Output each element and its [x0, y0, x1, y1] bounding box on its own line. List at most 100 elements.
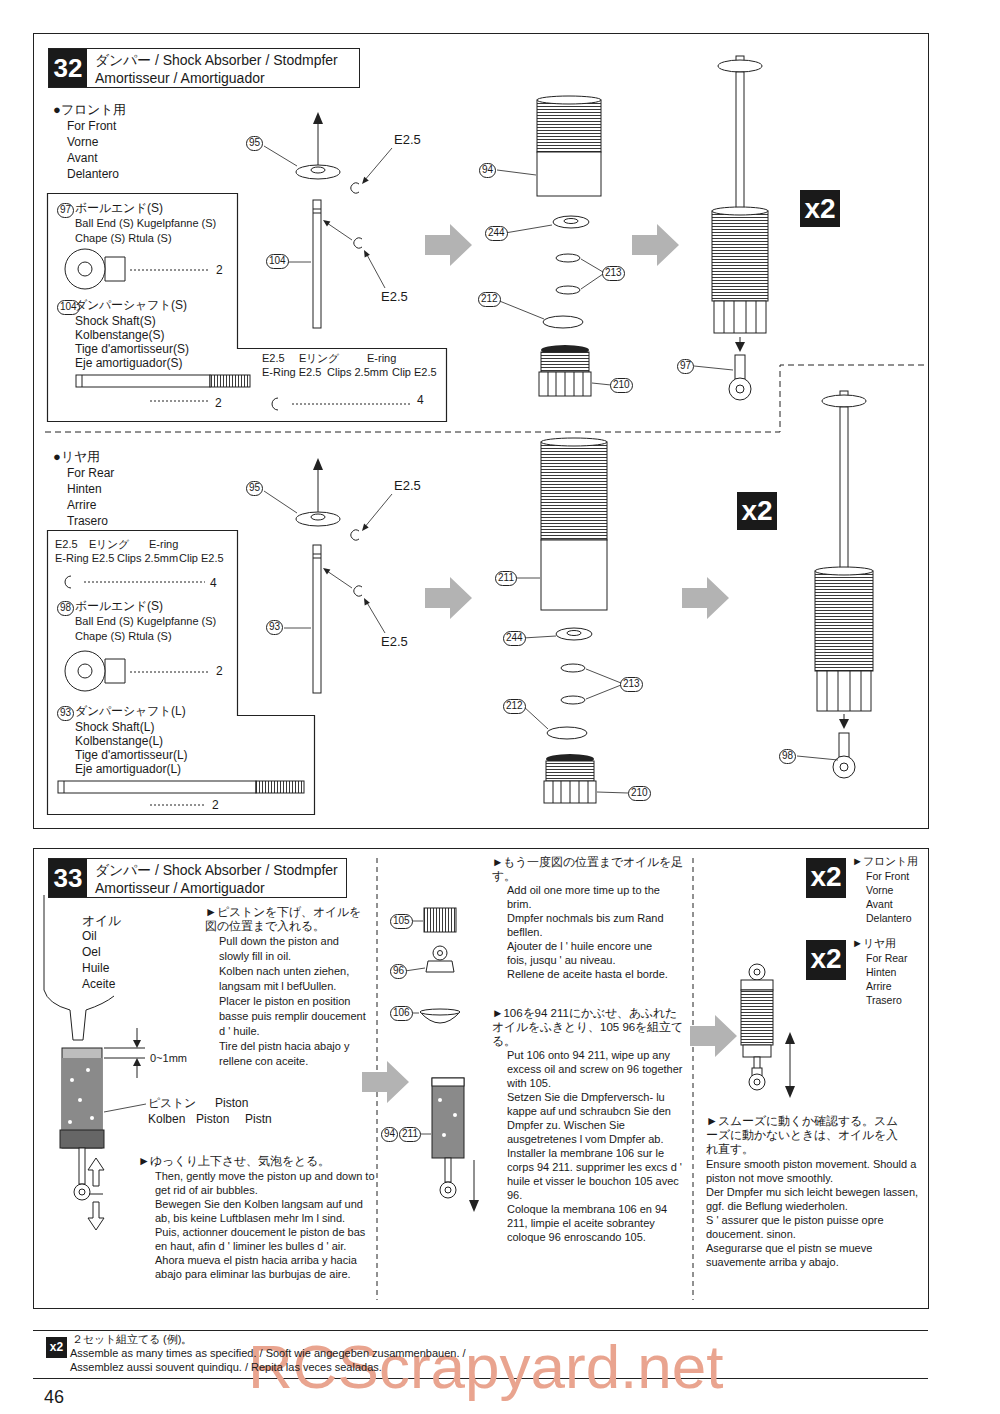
part-text: Eリング [299, 352, 339, 365]
rear-shock-drawing [553, 781, 588, 803]
part-text: Chape (S) Rtula (S) [75, 232, 172, 245]
part-text: E2.5 [262, 352, 285, 365]
label-text: Ensure smooth piston movement. Should a … [706, 1157, 921, 1185]
parts-drawing [150, 805, 205, 806]
oil-fill-drawing [133, 1058, 141, 1066]
oil-fill-drawing [405, 968, 425, 971]
rear-shock-drawing [296, 512, 340, 526]
oil-fill-drawing [754, 1079, 760, 1085]
label-text: For Front [866, 870, 909, 883]
rear-shock-drawing [284, 628, 311, 629]
callout-number: 95 [246, 136, 263, 151]
label-text: ►106を94 211にかぶせ、あふれたオイルをふきとり、105 96を組立てる… [492, 1006, 688, 1048]
front-shock-drawing [548, 372, 583, 396]
label-text: Installer la membrane 106 sur le corps 9… [507, 1146, 687, 1202]
label-text: Oil [82, 929, 97, 943]
callout-number: 244 [503, 631, 526, 646]
oil-fill-drawing [104, 1048, 145, 1049]
oil-fill-drawing [133, 1040, 141, 1048]
box-outline [48, 194, 447, 422]
label-text: Oel [82, 945, 101, 959]
front-shock-drawing [264, 146, 297, 166]
part-text: Clip E2.5 [179, 552, 224, 565]
label-text: E2.5 [381, 634, 408, 650]
callout-number: 104 [266, 254, 289, 269]
front-shock-drawing [736, 72, 744, 208]
label-text: Delantero [866, 912, 912, 925]
front-shock-drawing [311, 167, 325, 173]
front-shock-drawing [366, 253, 385, 288]
callout-number: 98 [57, 601, 74, 616]
oil-fill-drawing [754, 1057, 760, 1069]
front-shock-drawing [712, 207, 768, 215]
rear-shock-drawing [311, 514, 325, 520]
rear-shock-drawing [313, 554, 321, 555]
rear-shock-drawing [366, 601, 385, 633]
part-text: 4 [417, 393, 424, 407]
oil-fill-drawing [453, 1113, 457, 1117]
rear-shock-drawing [523, 636, 556, 638]
section-frame [693, 858, 694, 1300]
label-text: Avant [866, 898, 893, 911]
oil-fill-drawing [79, 1189, 85, 1195]
label-text: Delantero [67, 167, 119, 181]
callout-number: 244 [485, 226, 508, 241]
rear-shock-drawing [425, 577, 472, 619]
label-text: Coloque la membrana 106 en 94 211, limpi… [507, 1202, 687, 1244]
parts-drawing [292, 404, 412, 405]
oil-fill-drawing [78, 1098, 82, 1102]
callout-number: 211 [399, 1127, 421, 1142]
rear-shock-drawing [327, 571, 352, 588]
rear-shock-drawing [840, 763, 848, 771]
rear-shock-drawing [597, 792, 628, 793]
oil-fill-drawing [104, 1058, 145, 1059]
label-text: Avant [67, 151, 97, 165]
oil-fill-drawing [86, 1068, 90, 1072]
quantity-badge: x2 [46, 1337, 67, 1358]
front-shock-drawing [537, 152, 601, 196]
label-text: Put 106 onto 94 211, wipe up any excess … [507, 1048, 687, 1090]
section-frame [34, 34, 929, 829]
parts-drawing [64, 781, 65, 793]
rear-shock-drawing [364, 494, 392, 528]
part-text: Ball End (S) Kugelpfanne (S) [75, 217, 216, 230]
label-text: Dmpfer nochmals bis zum Rand befllen. [507, 911, 667, 939]
callout-number: 213 [620, 677, 643, 692]
callout-number: 98 [779, 749, 796, 764]
rear-shock-drawing [323, 568, 330, 575]
part-text: 2 [215, 396, 222, 410]
parts-drawing [78, 664, 92, 678]
oil-fill-drawing [433, 946, 447, 960]
front-shock-drawing [553, 216, 589, 228]
rear-shock-drawing [833, 756, 855, 778]
parts-drawing [65, 576, 71, 588]
front-shock-drawing [735, 355, 745, 379]
label-text: Trasero [866, 994, 902, 1007]
rear-shock-drawing [541, 442, 607, 540]
callout-number: 96 [390, 964, 407, 979]
part-text: E-Ring E2.5 [262, 366, 321, 379]
label-text: S ' assurer que le piston puisse opre do… [706, 1213, 921, 1241]
callout-number: 94 [381, 1127, 398, 1142]
parts-drawing [150, 401, 210, 402]
label-text: Hinten [67, 482, 102, 496]
label-text: ►ピストンを下げ、オイルを図の位置まで入れる。 [205, 905, 365, 933]
label-text: Then, gently move the piston up and down… [155, 1169, 377, 1197]
parts-drawing [84, 582, 205, 583]
quantity-text: x2 [800, 190, 840, 227]
part-text: Ball End (S) Kugelpfanne (S) [75, 615, 216, 628]
front-shock-drawing [313, 200, 321, 328]
rear-shock-drawing [556, 628, 592, 640]
oil-fill-drawing [137, 1028, 138, 1042]
oil-fill-drawing [420, 1009, 460, 1015]
part-text: ダンパーシャフト(S) [75, 298, 187, 312]
rear-shock-drawing [351, 530, 359, 540]
oil-fill-drawing [741, 990, 773, 1045]
quantity-badge: x2 [806, 858, 846, 898]
rear-shock-drawing [364, 598, 370, 606]
rear-shock-drawing [815, 571, 873, 671]
front-shock-drawing [556, 254, 580, 262]
label-text: Pistn [245, 1112, 272, 1126]
oil-fill-drawing [70, 1078, 74, 1082]
label-text: Der Dmpfer mu sich leicht bewegen lassen… [706, 1185, 921, 1213]
